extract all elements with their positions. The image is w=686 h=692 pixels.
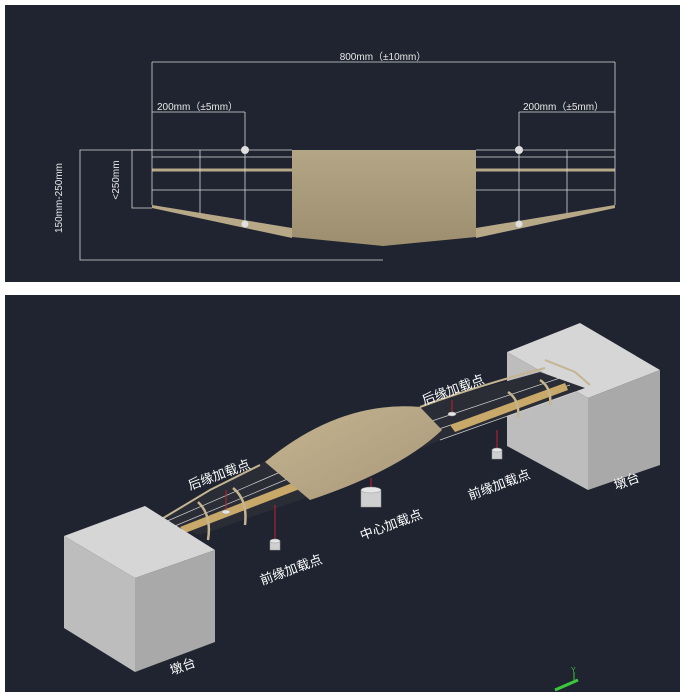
label-center-load: 中心加载点 [358,507,424,543]
wing-sections [151,149,616,246]
total-span-label: 800mm（±10mm） [340,51,427,63]
dimension-lines [79,61,616,261]
label-leading-edge-right: 前缘加载点 [466,466,533,503]
label-leading-edge-left: 前缘加载点 [258,551,325,588]
max-height-label: <250mm [111,160,122,199]
load-points [221,400,503,551]
front-view-drawing [79,61,616,261]
height-range-label: 150mm-250mm [54,163,65,233]
left-offset-label: 200mm（±5mm） [157,101,238,113]
load-point-markers [241,146,523,228]
right-offset-label: 200mm（±5mm） [523,101,604,113]
center-skin [292,150,476,246]
spar-right [450,383,568,432]
spar-left [180,480,305,533]
axis-y-label: Y [571,667,576,674]
isometric-drawing [64,323,660,692]
axis-icon [554,672,579,692]
pier-left [64,506,215,672]
label-pier-left: 墩台 [168,656,198,679]
center-skin-iso [265,406,442,500]
wing-model [159,359,591,541]
